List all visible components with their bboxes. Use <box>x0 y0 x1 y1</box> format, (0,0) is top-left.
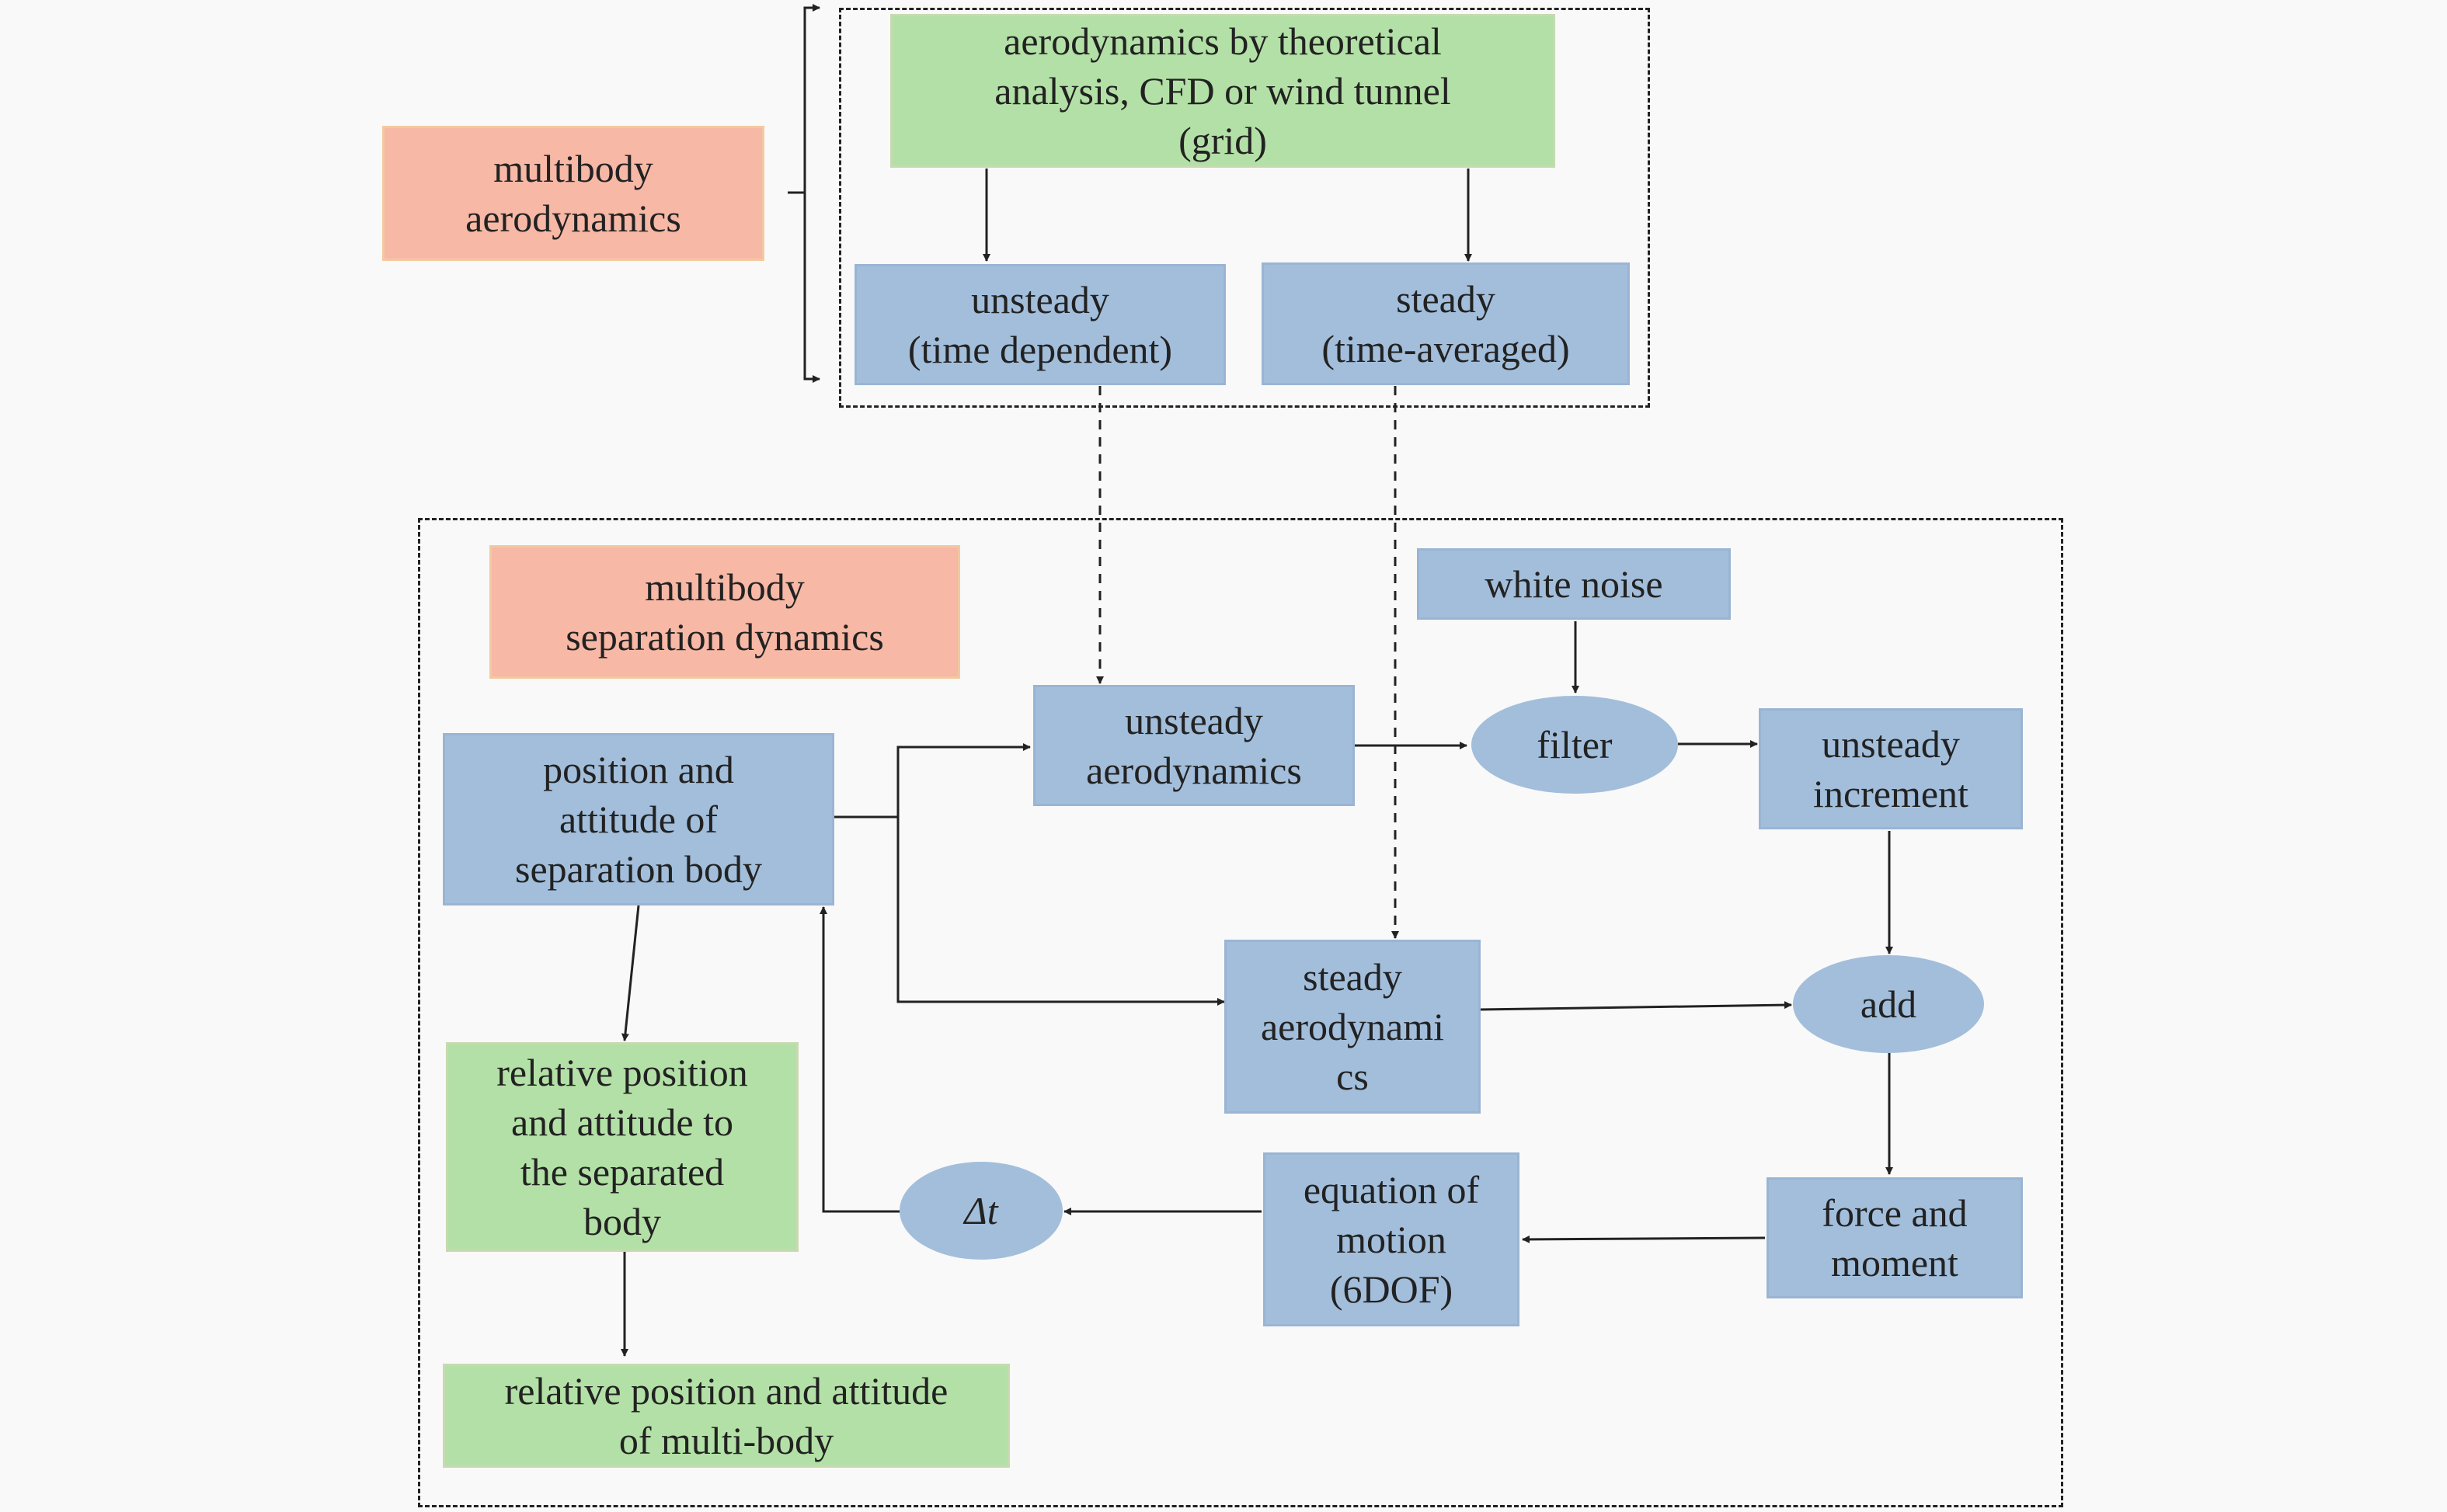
filter-node: filter <box>1471 696 1678 794</box>
multibody-aerodynamics-node: multibody aerodynamics <box>382 126 764 261</box>
white-noise-node: white noise <box>1417 548 1731 620</box>
position-attitude-separation-node: position and attitude of separation body <box>443 733 834 905</box>
brace-connector <box>788 6 820 379</box>
arrow-force-to-eom <box>1522 1235 1766 1243</box>
unsteady-time-dependent-node: unsteady (time dependent) <box>855 264 1226 385</box>
arrow-steady-aero-to-add <box>1478 1001 1792 1011</box>
separation-dynamics-group-frame <box>418 518 2063 1507</box>
force-and-moment-node: force and moment <box>1767 1177 2023 1298</box>
steady-aerodynamics-node: steady aerodynami cs <box>1224 940 1481 1114</box>
arrow-delta-t-to-position <box>820 906 900 1213</box>
arrow-position-to-unsteady-aero <box>834 743 1031 819</box>
aerodynamics-source-node: aerodynamics by theoretical analysis, CF… <box>890 14 1555 168</box>
multibody-separation-dynamics-node: multibody separation dynamics <box>489 545 960 679</box>
unsteady-aerodynamics-node: unsteady aerodynamics <box>1033 685 1355 806</box>
steady-time-averaged-node: steady (time-averaged) <box>1262 262 1630 385</box>
arrow-position-to-steady-aero <box>896 817 1225 1006</box>
aerodynamics-group-frame <box>839 8 1650 408</box>
relative-position-separated-node: relative position and attitude to the se… <box>446 1042 799 1252</box>
arrow-position-to-relative <box>621 905 640 1041</box>
equation-of-motion-node: equation of motion (6DOF) <box>1263 1152 1519 1326</box>
delta-t-node: Δt <box>900 1162 1063 1260</box>
add-node: add <box>1793 955 1984 1053</box>
unsteady-increment-node: unsteady increment <box>1759 708 2023 829</box>
relative-position-multi-body-node: relative position and attitude of multi-… <box>443 1364 1010 1468</box>
